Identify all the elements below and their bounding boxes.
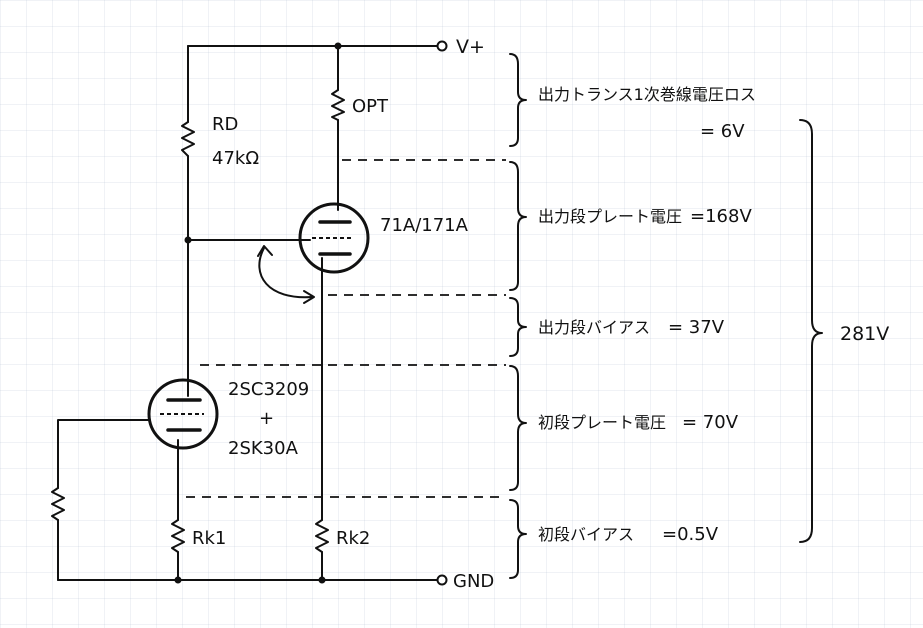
rd-name: RD	[212, 114, 238, 135]
total-voltage: 281V	[840, 323, 889, 345]
gnd-terminal	[436, 574, 448, 586]
breakdown-value-opt-loss: = 6V	[700, 121, 745, 142]
breakdown-value-output-bias: = 37V	[668, 317, 725, 338]
output-tube-envelope	[298, 202, 370, 274]
breakdown-label-input-plate: 初段プレート電圧	[538, 413, 666, 432]
bias-arrow-head-right	[303, 290, 315, 304]
rk2-label: Rk2	[336, 528, 370, 549]
input-device-name-2: 2SK30A	[228, 438, 299, 459]
vplus-label: V+	[456, 36, 485, 58]
brace-input-bias	[509, 499, 527, 579]
rd-resistor	[181, 121, 195, 157]
input-grid-wire	[57, 419, 151, 489]
breakdown-value-input-bias: =0.5V	[662, 524, 719, 545]
breakdown-label-input-bias: 初段バイアス	[538, 525, 634, 544]
brace-opt-loss	[509, 53, 527, 147]
junctions	[174, 42, 342, 584]
breakdown-label-output-plate: 出力段プレート電圧	[538, 207, 682, 226]
segment-braces	[509, 53, 823, 579]
rk1-label: Rk1	[192, 528, 226, 549]
input-device-plus: +	[259, 408, 274, 429]
breakdown-label-opt-loss: 出力トランス1次巻線電圧ロス	[538, 85, 756, 104]
level-lines	[186, 159, 506, 498]
brace-total	[799, 119, 823, 543]
brace-output-bias	[509, 297, 527, 357]
input-device	[147, 378, 219, 450]
output-tube-label: 71A/171A	[380, 215, 469, 236]
breakdown-label-output-bias: 出力段バイアス	[538, 318, 650, 337]
output-tube	[298, 202, 370, 274]
gnd-label: GND	[453, 571, 494, 592]
input-device-envelope	[147, 378, 219, 450]
rk2-resistor	[315, 519, 329, 553]
grid-leak-resistor	[51, 487, 65, 521]
vplus-terminal	[436, 40, 448, 52]
wires	[57, 45, 439, 581]
breakdown-value-output-plate: =168V	[690, 206, 752, 227]
bias-arrow	[258, 247, 313, 299]
bias-arrow-head-top	[257, 245, 273, 257]
opt-label: OPT	[352, 96, 389, 117]
opt-winding	[331, 89, 345, 121]
breakdown-value-input-plate: = 70V	[682, 412, 739, 433]
input-device-name-1: 2SC3209	[228, 379, 309, 400]
brace-input-plate	[509, 365, 527, 491]
brace-output-plate	[509, 161, 527, 291]
rk1-resistor	[171, 519, 185, 553]
voltage-breakdown: 出力トランス1次巻線電圧ロス = 6V 出力段プレート電圧 =168V 出力段バ…	[538, 85, 756, 545]
rd-value: 47kΩ	[212, 148, 259, 169]
